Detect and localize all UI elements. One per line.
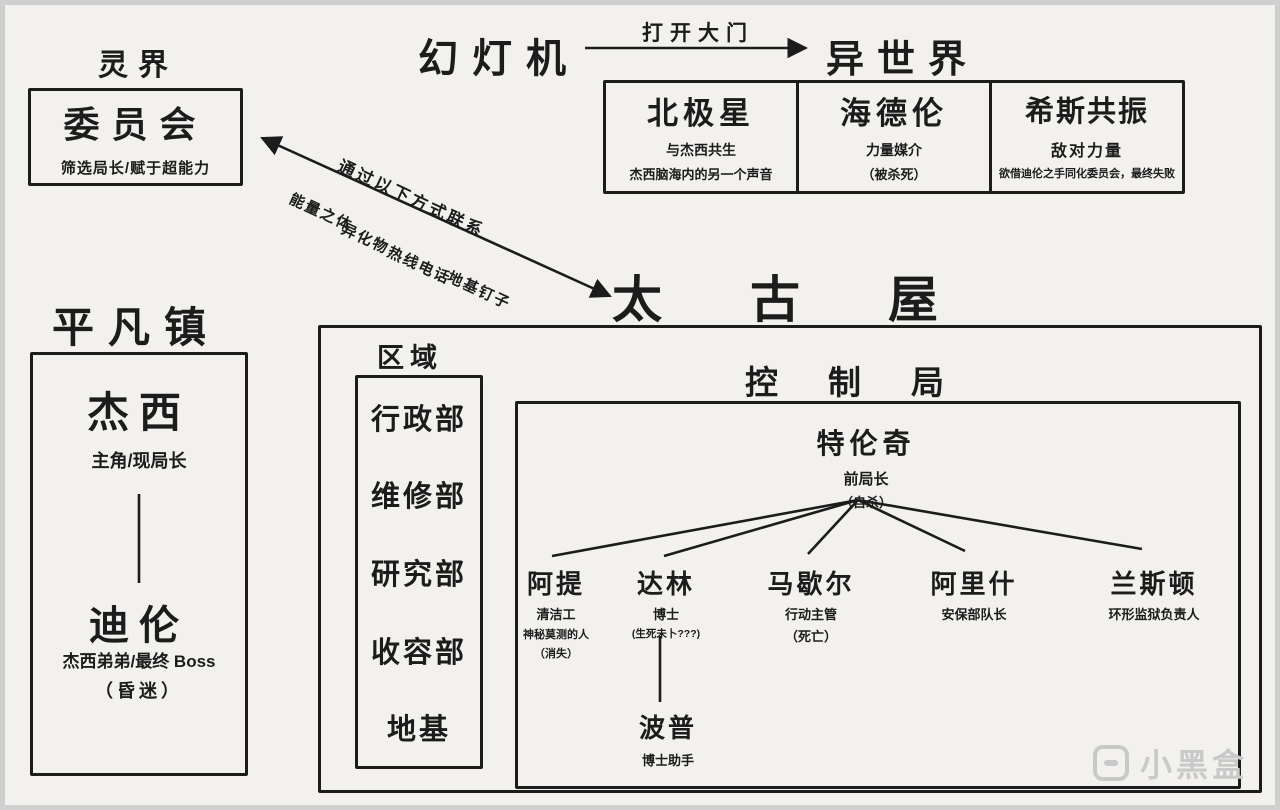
entity-polaris-line2: 杰西脑海内的另一个声音 — [629, 167, 773, 182]
zone-research: 研究部 — [370, 558, 467, 591]
otherworld-label: 异世界 — [826, 39, 980, 81]
heybox-watermark: 小黑盒 — [1092, 740, 1248, 786]
board-box: 委员会 筛选局长/赋于超能力 — [28, 88, 243, 186]
zone-containment: 收容部 — [370, 636, 467, 669]
board-title: 委员会 — [63, 104, 208, 145]
darling-name: 达林 — [636, 569, 695, 599]
dylan-name: 迪伦 — [89, 604, 189, 648]
entity-hiss-line1: 敌对力量 — [1050, 143, 1123, 160]
staff-pope-node: 波普 博士助手 — [613, 708, 723, 769]
projector-label: 幻灯机 — [418, 37, 580, 81]
astral-plane-label: 灵界 — [98, 49, 178, 82]
jesse-name: 杰西 — [86, 389, 191, 436]
zones-label: 区域 — [377, 343, 443, 373]
entity-hiss-line2: 欲借迪伦之手同化委员会，最终失败 — [999, 168, 1175, 180]
entity-hedron-line2: （被杀死） — [861, 167, 927, 182]
oldest-house-box: 区域 行政部 维修部 研究部 收容部 地基 控制局 特伦奇 前局长 （自杀） 阿… — [318, 325, 1262, 793]
entity-hedron-name: 海德伦 — [840, 96, 948, 131]
staff-langston-node: 兰斯顿 环形监狱负责人 — [1074, 564, 1234, 623]
pope-desc: 博士助手 — [641, 753, 694, 768]
gate-arrow-label: 打开大门 — [642, 22, 754, 45]
bureau-org-box: 特伦奇 前局长 （自杀） 阿提 清洁工 神秘莫测的人 （消失） 达林 博士 (生… — [515, 401, 1241, 789]
board-subtitle: 筛选局长/赋于超能力 — [60, 160, 211, 177]
ahti-line2: 神秘莫测的人 — [523, 629, 589, 641]
jesse-desc: 主角/现局长 — [91, 451, 187, 471]
bureau-of-control-title: 控制局 — [745, 364, 994, 401]
paper-sheet — [5, 5, 1275, 805]
arish-line1: 安保部队长 — [941, 607, 1007, 622]
langston-name: 兰斯顿 — [1110, 569, 1198, 599]
langston-line1: 环形监狱负责人 — [1108, 607, 1200, 622]
otherworld-entities-box: 北极星 与杰西共生 杰西脑海内的另一个声音 海德伦 力量媒介 （被杀死） 希斯共… — [603, 80, 1185, 194]
trench-role: 前局长 — [843, 471, 889, 488]
darling-line1: 博士 — [652, 607, 679, 622]
entity-polaris-name: 北极星 — [647, 96, 755, 131]
staff-marshall-node: 马歇尔 行动主管 （死亡） — [746, 564, 876, 645]
zones-box: 行政部 维修部 研究部 收容部 地基 — [355, 375, 483, 769]
director-trench-node: 特伦奇 前局长 （自杀） — [776, 422, 956, 511]
oldest-house-title: 太古屋 — [612, 272, 1026, 328]
ordinary-town-box: 杰西 主角/现局长 迪伦 杰西弟弟/最终 Boss （昏迷） — [30, 352, 248, 776]
darling-line2: (生死未卜???) — [631, 628, 701, 640]
heybox-logo-icon — [1093, 745, 1129, 781]
zone-maintenance: 维修部 — [370, 481, 467, 514]
marshall-line1: 行动主管 — [784, 607, 837, 622]
staff-darling-node: 达林 博士 (生死未卜???) — [611, 564, 721, 641]
trench-status: （自杀） — [839, 495, 892, 510]
entity-hedron: 海德伦 力量媒介 （被杀死） — [796, 83, 989, 191]
zone-foundation: 地基 — [386, 714, 451, 747]
zone-executive: 行政部 — [370, 403, 467, 436]
ordinary-town-label: 平凡镇 — [52, 304, 221, 351]
ahti-line1: 清洁工 — [536, 607, 576, 622]
dylan-desc: 杰西弟弟/最终 Boss — [62, 652, 216, 671]
ahti-line3: （消失） — [534, 648, 578, 660]
arish-name: 阿里什 — [930, 569, 1018, 599]
dylan-status: （昏迷） — [95, 681, 183, 701]
pope-name: 波普 — [638, 713, 697, 743]
entity-hiss-name: 希斯共振 — [1024, 96, 1149, 128]
entity-hedron-line1: 力量媒介 — [866, 142, 922, 158]
marshall-name: 马歇尔 — [767, 569, 855, 599]
staff-arish-node: 阿里什 安保部队长 — [909, 564, 1039, 623]
staff-ahti-node: 阿提 清洁工 神秘莫测的人 （消失） — [500, 564, 612, 661]
ahti-name: 阿提 — [526, 569, 585, 599]
marshall-line2: （死亡） — [784, 629, 837, 644]
entity-polaris: 北极星 与杰西共生 杰西脑海内的另一个声音 — [606, 83, 796, 191]
entity-polaris-line1: 与杰西共生 — [666, 142, 736, 158]
heybox-watermark-text: 小黑盒 — [1140, 747, 1249, 783]
entity-hiss: 希斯共振 敌对力量 欲借迪伦之手同化委员会，最终失败 — [989, 83, 1182, 191]
trench-name: 特伦奇 — [816, 428, 916, 459]
